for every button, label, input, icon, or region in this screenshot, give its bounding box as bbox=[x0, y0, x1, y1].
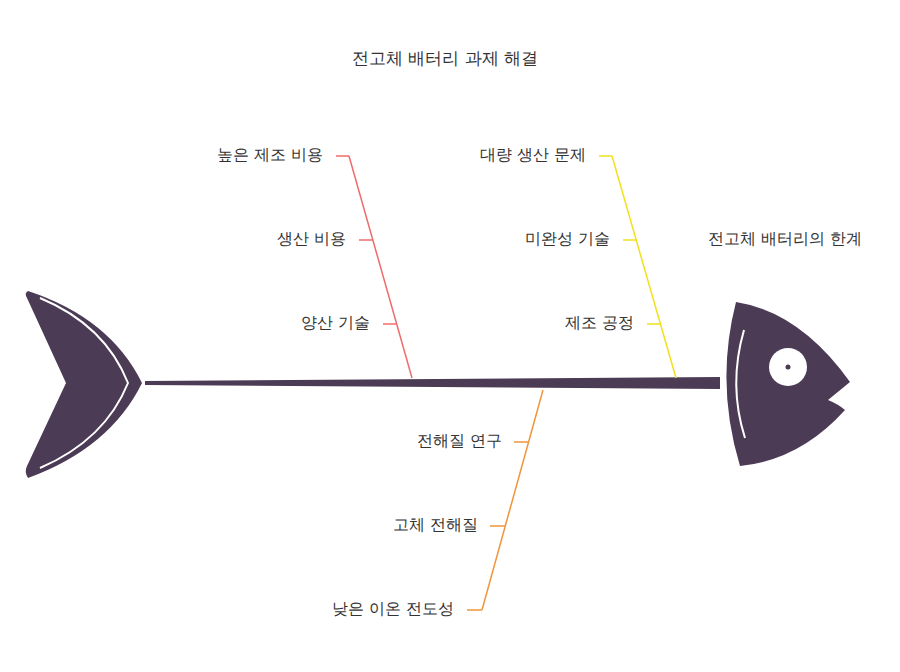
fish-spine bbox=[145, 377, 720, 389]
production-branch bbox=[599, 156, 676, 378]
cause-label: 양산 기술 bbox=[301, 312, 370, 334]
cause-label: 전해질 연구 bbox=[417, 430, 502, 452]
fish-head bbox=[726, 302, 850, 466]
electrolyte-branch bbox=[467, 390, 543, 610]
cost-branch bbox=[336, 156, 412, 378]
diagram-title: 전고체 배터리 과제 해결 bbox=[0, 47, 890, 69]
fish-eye bbox=[769, 348, 807, 386]
fish-tail bbox=[26, 291, 142, 478]
effect-label: 전고체 배터리의 한계 bbox=[696, 228, 874, 250]
cause-label: 낮은 이온 전도성 bbox=[332, 598, 454, 620]
cause-label: 제조 공정 bbox=[565, 312, 634, 334]
cause-label: 고체 전해질 bbox=[393, 514, 478, 536]
cause-label: 높은 제조 비용 bbox=[217, 144, 323, 166]
head-highlight bbox=[736, 330, 745, 438]
fish-pupil bbox=[786, 365, 791, 370]
tail-highlight bbox=[40, 298, 128, 468]
cause-label: 대량 생산 문제 bbox=[480, 144, 586, 166]
cause-label: 미완성 기술 bbox=[525, 228, 610, 250]
cause-label: 생산 비용 bbox=[277, 228, 346, 250]
